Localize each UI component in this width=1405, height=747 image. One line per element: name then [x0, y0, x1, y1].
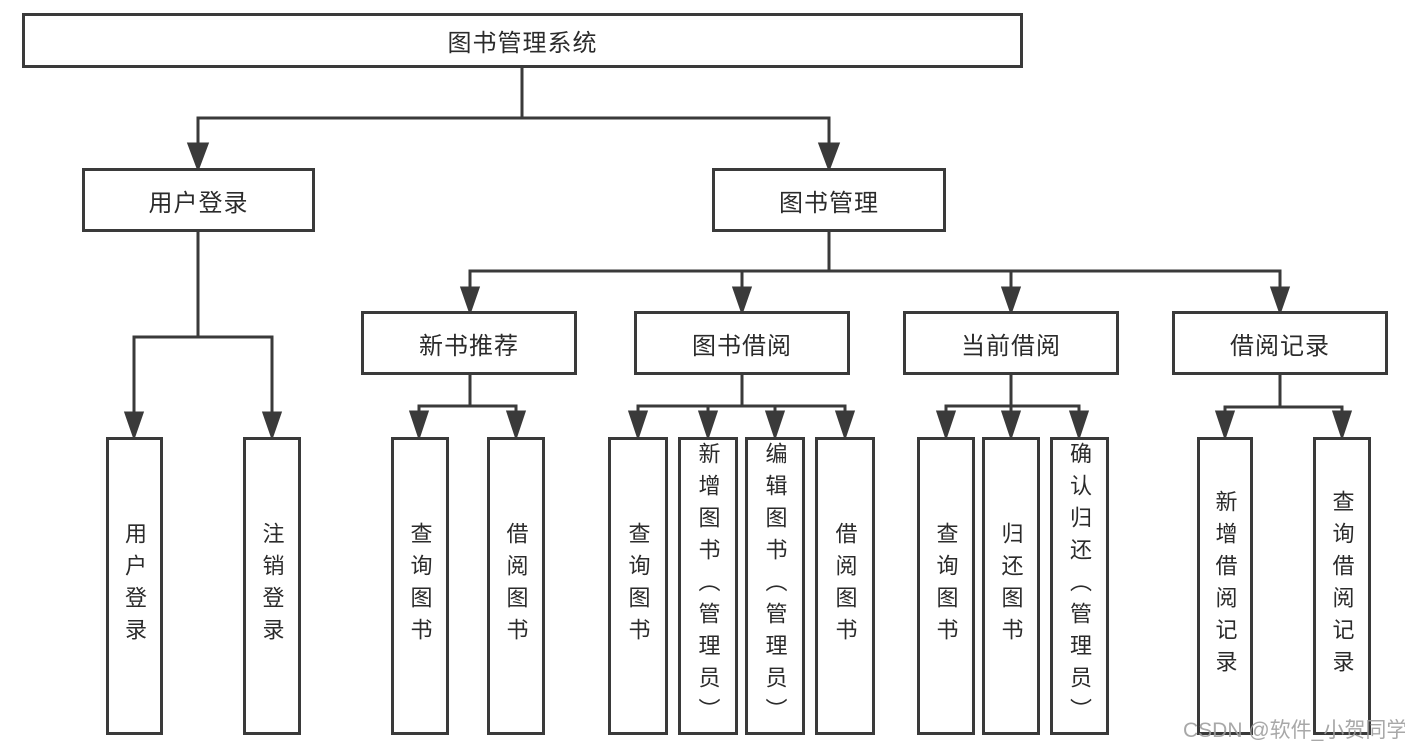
node-book-management: 图书管理 [712, 168, 946, 232]
node-label: 图书管理系统 [447, 30, 598, 57]
node-label: 借阅记录 [1230, 332, 1330, 360]
node-label: 新书推荐 [419, 332, 519, 360]
leaf-label: 归还图书 [998, 522, 1024, 650]
leaf-return-book: 归还图书 [982, 437, 1040, 735]
leaf-confirm-return-admin: 确认归还（管理员） [1050, 437, 1109, 735]
leaf-add-borrow-record: 新增借阅记录 [1197, 437, 1253, 735]
leaf-label: 借阅图书 [832, 522, 858, 650]
node-label: 当前借阅 [961, 332, 1061, 360]
node-user-login: 用户登录 [82, 168, 315, 232]
node-label: 图书借阅 [692, 332, 792, 360]
leaf-label: 编辑图书（管理员） [762, 442, 788, 730]
leaf-borrow-books-borrowing: 借阅图书 [815, 437, 875, 735]
csdn-watermark: CSDN @软件_小贺同学 [1183, 719, 1405, 742]
node-label: 图书管理 [779, 189, 879, 217]
leaf-label: 新增借阅记录 [1212, 490, 1238, 682]
leaf-query-borrow-record: 查询借阅记录 [1313, 437, 1371, 735]
node-book-borrowing: 图书借阅 [634, 311, 850, 375]
leaf-label: 用户登录 [122, 522, 148, 650]
leaf-logout: 注销登录 [243, 437, 301, 735]
leaf-user-login: 用户登录 [106, 437, 163, 735]
node-current-borrowing: 当前借阅 [903, 311, 1119, 375]
node-label: 用户登录 [148, 189, 249, 217]
leaf-label: 查询图书 [407, 522, 433, 650]
leaf-label: 注销登录 [259, 522, 285, 650]
leaf-label: 新增图书（管理员） [695, 442, 721, 730]
leaf-query-books-current: 查询图书 [917, 437, 975, 735]
leaf-query-books-borrowing: 查询图书 [608, 437, 668, 735]
leaf-label: 确认归还（管理员） [1067, 442, 1093, 730]
leaf-edit-book-admin: 编辑图书（管理员） [745, 437, 805, 735]
node-new-book-recommend: 新书推荐 [361, 311, 577, 375]
leaf-label: 查询图书 [933, 522, 959, 650]
leaf-add-book-admin: 新增图书（管理员） [678, 437, 738, 735]
leaf-label: 查询借阅记录 [1329, 490, 1355, 682]
leaf-label: 借阅图书 [503, 522, 529, 650]
node-library-management-system: 图书管理系统 [22, 13, 1023, 68]
leaf-label: 查询图书 [625, 522, 651, 650]
leaf-borrow-books-recommend: 借阅图书 [487, 437, 545, 735]
node-borrow-records: 借阅记录 [1172, 311, 1388, 375]
leaf-query-books-recommend: 查询图书 [391, 437, 449, 735]
